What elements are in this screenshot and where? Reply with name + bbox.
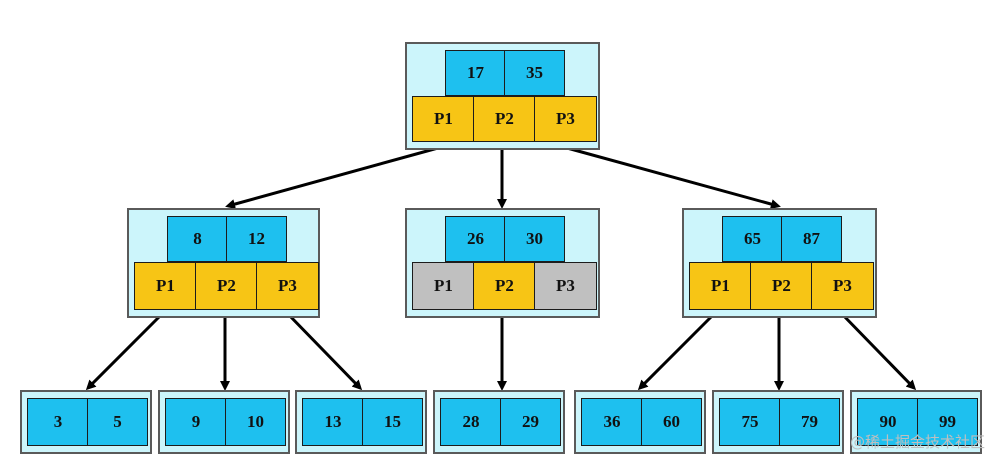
root-pointer-p2: P2 <box>473 96 536 142</box>
leaf-3-key-1: 13 <box>302 398 364 446</box>
leaf-4-key-2: 29 <box>500 398 561 446</box>
internal-3-pointer-p2: P2 <box>750 262 813 310</box>
leaf-4-key-1: 28 <box>440 398 502 446</box>
internal-2-pointer-p2: P2 <box>473 262 536 310</box>
internal-node-1: 8 12 P1 P2 P3 <box>127 208 320 318</box>
watermark-text: @稀土掘金技术社区 <box>849 433 985 451</box>
internal-1-pointer-p1: P1 <box>134 262 197 310</box>
leaf-7-key-1: 90 <box>857 398 919 446</box>
edge-internal-3-p3 <box>839 311 917 391</box>
internal-2-key-1: 26 <box>445 216 506 262</box>
root-key-1: 17 <box>445 50 506 96</box>
leaf-6-key-1: 75 <box>719 398 781 446</box>
leaf-node-5: 36 60 <box>574 390 706 454</box>
internal-node-3: 65 87 P1 P2 P3 <box>682 208 877 318</box>
edge-internal-1-p1 <box>85 311 165 391</box>
leaf-3-key-2: 15 <box>362 398 423 446</box>
internal-1-pointer-p2: P2 <box>195 262 258 310</box>
internal-3-pointer-p1: P1 <box>689 262 752 310</box>
edge-internal-3-p1 <box>637 311 717 391</box>
leaf-6-key-2: 79 <box>779 398 840 446</box>
edge-internal-1-p3 <box>285 311 363 391</box>
internal-3-key-1: 65 <box>722 216 783 262</box>
leaf-5-key-1: 36 <box>581 398 643 446</box>
leaf-node-3: 13 15 <box>295 390 427 454</box>
root-pointer-p3: P3 <box>534 96 597 142</box>
leaf-1-key-1: 3 <box>27 398 89 446</box>
leaf-node-1: 3 5 <box>20 390 152 454</box>
root-pointer-p1: P1 <box>412 96 475 142</box>
leaf-node-2: 9 10 <box>158 390 290 454</box>
internal-3-pointer-p3: P3 <box>811 262 874 310</box>
internal-1-key-2: 12 <box>226 216 287 262</box>
internal-2-pointer-p3: P3 <box>534 262 597 310</box>
leaf-node-6: 75 79 <box>712 390 844 454</box>
leaf-7-key-2: 99 <box>917 398 978 446</box>
leaf-2-key-1: 9 <box>165 398 227 446</box>
internal-node-2: 26 30 P1 P2 P3 <box>405 208 600 318</box>
root-key-2: 35 <box>504 50 565 96</box>
internal-1-key-1: 8 <box>167 216 228 262</box>
leaf-5-key-2: 60 <box>641 398 702 446</box>
leaf-1-key-2: 5 <box>87 398 148 446</box>
edge-root-p1 <box>225 146 439 209</box>
internal-1-pointer-p3: P3 <box>256 262 319 310</box>
leaf-node-4: 28 29 <box>433 390 565 454</box>
leaf-node-7: 90 99 <box>850 390 982 454</box>
leaf-2-key-2: 10 <box>225 398 286 446</box>
internal-2-pointer-p1: P1 <box>412 262 475 310</box>
edge-root-p3 <box>566 146 781 209</box>
root-node: 17 35 P1 P2 P3 <box>405 42 600 150</box>
internal-2-key-2: 30 <box>504 216 565 262</box>
internal-3-key-2: 87 <box>781 216 842 262</box>
